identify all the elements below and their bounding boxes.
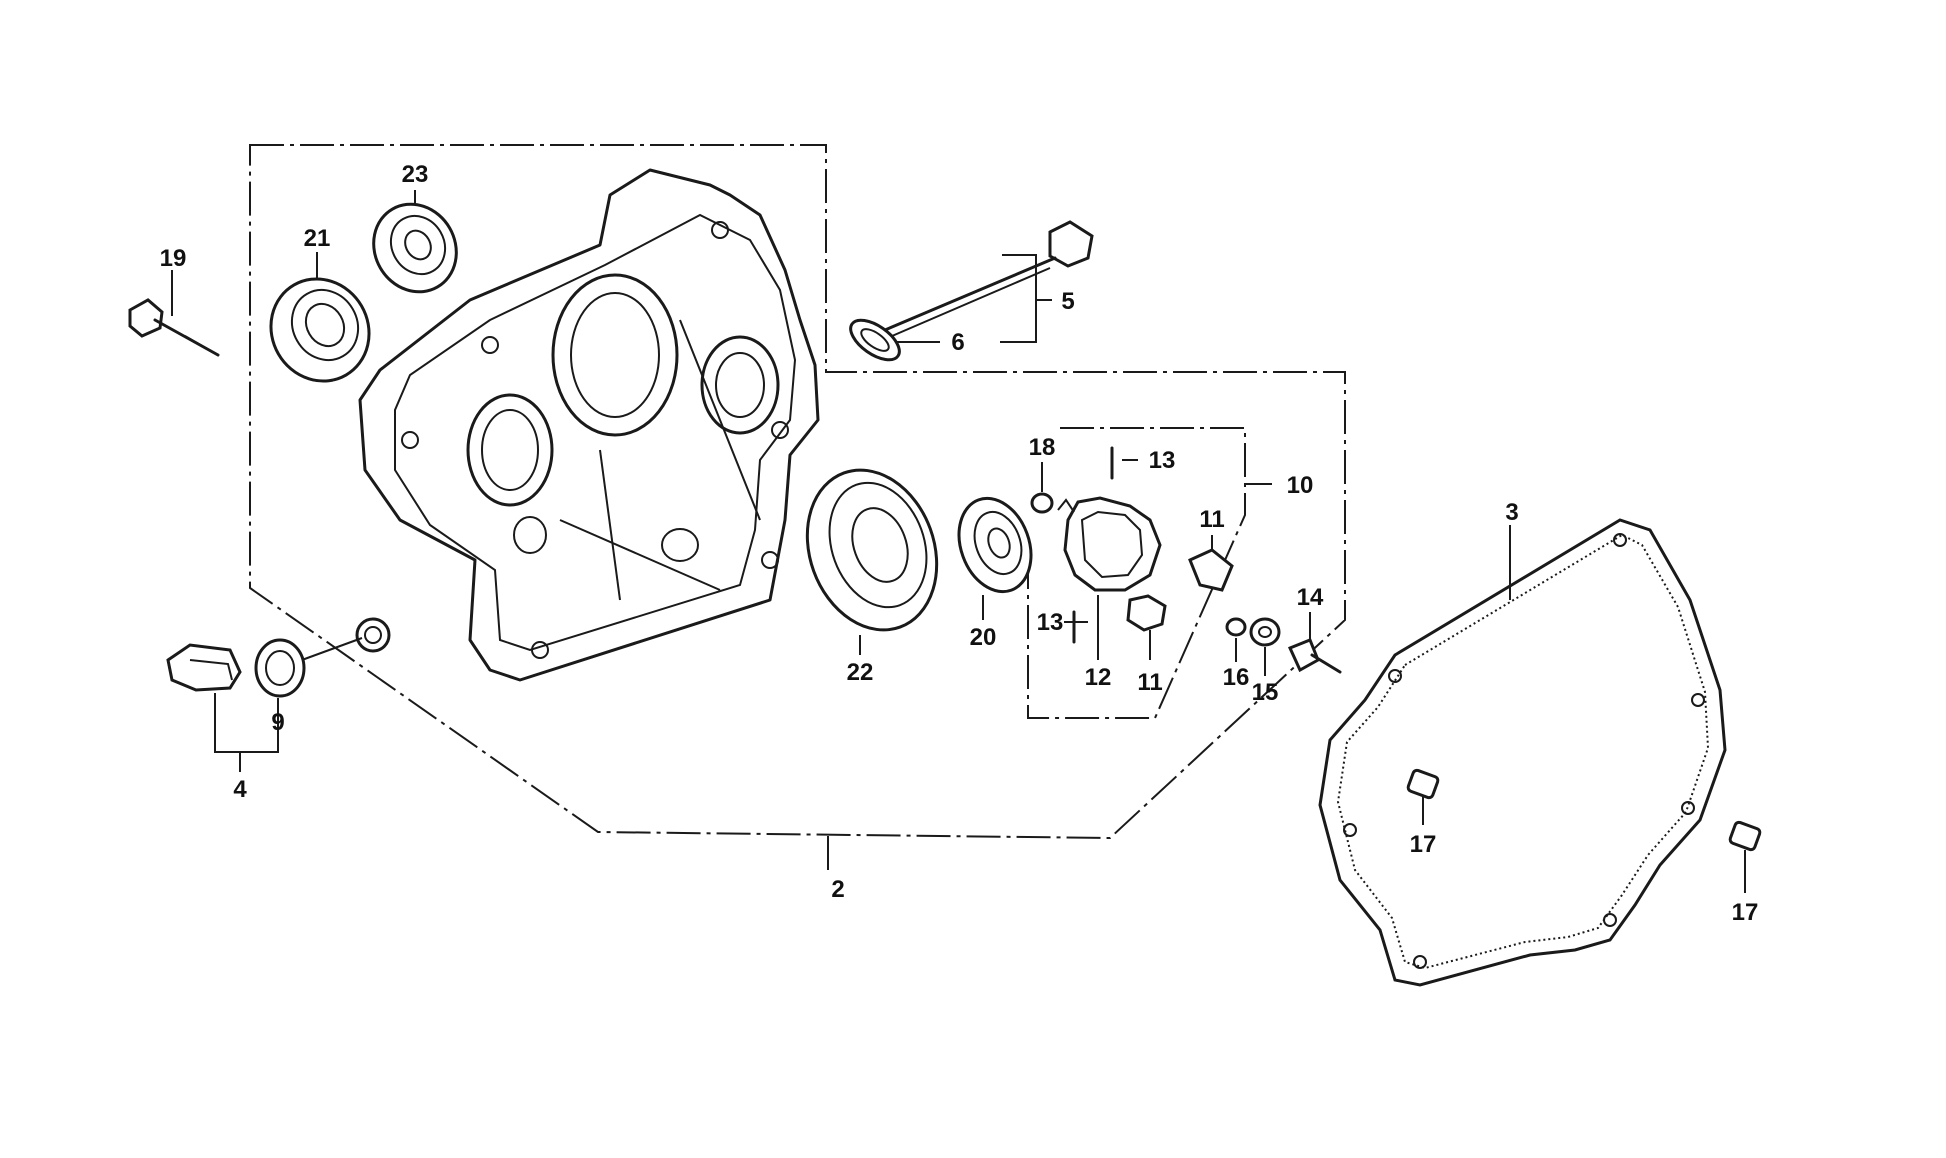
crankcase-cover [279, 168, 820, 682]
callout-23: 23 [402, 161, 429, 188]
callout-13a: 13 [1149, 447, 1176, 474]
callout-14: 14 [1297, 584, 1324, 611]
bearing-22 [805, 468, 939, 655]
callout-18: 18 [1029, 434, 1056, 461]
callout-20: 20 [970, 624, 997, 651]
assembly-bracket-10 [1027, 427, 1246, 719]
callout-13b: 13 [1037, 609, 1064, 636]
bearing-23 [372, 190, 458, 294]
bearing-20 [957, 496, 1033, 620]
callout-11b: 11 [1137, 669, 1162, 696]
assembly-bracket-2 [249, 144, 1346, 840]
callout-15: 15 [1252, 679, 1279, 706]
callout-22: 22 [847, 659, 874, 686]
bolt-19 [128, 270, 220, 357]
callout-16: 16 [1223, 664, 1250, 691]
callout-10: 10 [1287, 472, 1314, 499]
callout-9: 9 [271, 709, 284, 736]
callout-19: 19 [160, 245, 187, 272]
bearing-21 [269, 252, 371, 383]
callout-4: 4 [233, 776, 247, 803]
callout-11a: 11 [1199, 506, 1224, 533]
callout-17b: 17 [1732, 899, 1759, 926]
callout-2: 2 [831, 876, 844, 903]
callout-12: 12 [1085, 664, 1112, 691]
callout-17a: 17 [1410, 831, 1437, 858]
callout-21: 21 [304, 225, 331, 252]
callout-6: 6 [951, 329, 964, 356]
callout-3: 3 [1505, 499, 1518, 526]
dowel-17a [1406, 768, 1440, 825]
drain-plug-4 [166, 638, 306, 772]
dowel-17b [1728, 820, 1762, 893]
gasket-3 [1318, 518, 1727, 987]
dipstick-5 [849, 220, 1094, 362]
oil-pump-assembly [1030, 446, 1342, 676]
callout-5: 5 [1061, 288, 1074, 315]
